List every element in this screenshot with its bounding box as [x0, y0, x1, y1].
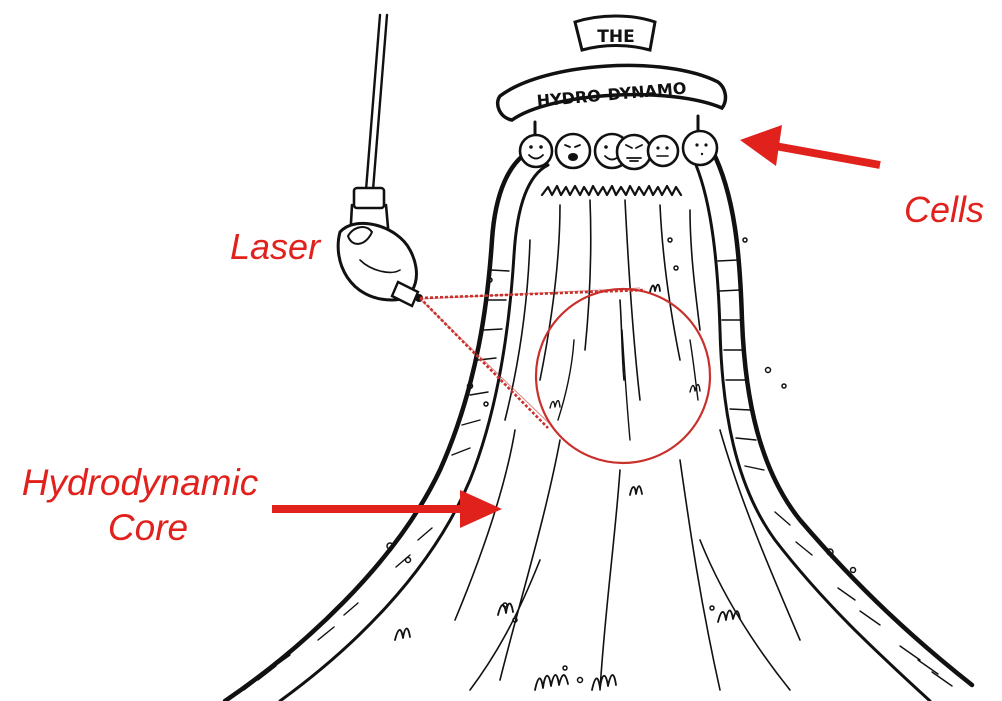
- laser-device: [338, 15, 423, 306]
- core-label-line1: Hydrodynamic: [22, 462, 259, 503]
- cell: [556, 134, 590, 168]
- cell: [520, 135, 552, 167]
- core-annotation: Hydrodynamic Core: [22, 462, 502, 548]
- cell: [617, 135, 651, 169]
- core-arrowhead: [460, 490, 502, 528]
- cells-label: Cells: [904, 189, 984, 230]
- cells-arrow: [775, 146, 880, 165]
- sign-title-small: THE: [597, 27, 634, 47]
- core-label-line2: Core: [108, 507, 188, 548]
- cells-annotation: Cells: [740, 125, 984, 230]
- cell: [683, 131, 717, 165]
- hydro-dynamo-sign: THE HYDRO-DYNAMO: [498, 16, 726, 146]
- cells-arrowhead: [740, 125, 782, 166]
- cell: [648, 136, 678, 166]
- laser-beam: [420, 288, 645, 428]
- laser-annotation: Laser: [230, 226, 322, 267]
- cells-row: [520, 131, 717, 169]
- core-mound: [225, 148, 972, 701]
- laser-label: Laser: [230, 226, 322, 267]
